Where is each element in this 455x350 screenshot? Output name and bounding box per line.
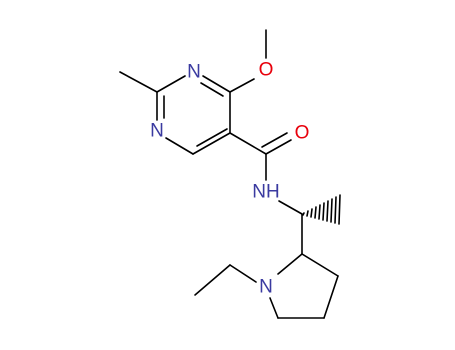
bond-ethyl-ch2-ch3 xyxy=(194,264,231,296)
bond-c3p-c4p xyxy=(323,275,339,319)
ring-nitrogen-left-label: N xyxy=(150,121,164,142)
bond-c6-methoxy-o xyxy=(229,78,255,93)
methoxy-oxygen-label: O xyxy=(259,60,274,81)
bond-methyl-c2 xyxy=(119,71,158,93)
hashed-wedge-bond xyxy=(302,194,341,225)
bond-c2-n1 xyxy=(156,75,186,93)
bond-n1p-ethyl-ch2 xyxy=(229,264,257,283)
bond-nh-ch2 xyxy=(278,200,303,215)
bonds xyxy=(119,29,341,319)
bond-c6-n1-double xyxy=(200,82,224,97)
bond-c5-carbonyl xyxy=(229,132,267,155)
carbonyl-oxygen-label: O xyxy=(295,123,310,144)
bond-n3-c4 xyxy=(165,137,194,155)
bond-carbonyl-o-double xyxy=(261,132,288,148)
amide-nh-label: NH xyxy=(252,182,279,203)
bond-c2p-c3p xyxy=(301,253,339,277)
bond-carbonyl-o xyxy=(265,139,292,155)
bond-c2p-n1p xyxy=(277,253,303,275)
bond-c5p-n1p xyxy=(269,297,279,319)
bond-c4-c5 xyxy=(192,132,231,155)
bond-c4-c5-double xyxy=(196,128,228,147)
pyrrolidine-nitrogen-label: N xyxy=(259,277,273,298)
ring-nitrogen-top-label: N xyxy=(187,62,201,83)
atom-labels: N N O O NH N xyxy=(150,60,309,298)
bond-c6-n1 xyxy=(202,75,231,93)
